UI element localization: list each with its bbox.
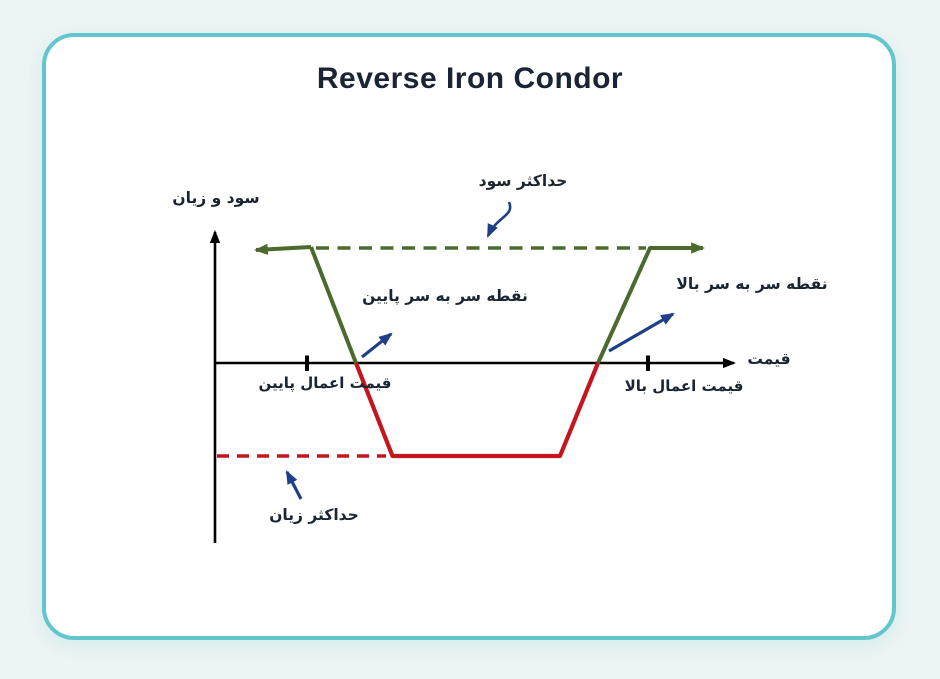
payoff-right-wing [596, 242, 706, 364]
page-title: Reverse Iron Condor [316, 62, 624, 95]
x-axis-label: قیمت [747, 350, 791, 368]
diagram-card [42, 33, 896, 640]
payoff-loss-trough [354, 362, 600, 459]
lower-breakeven-annotation-arrow [361, 332, 393, 359]
upper-breakeven-annotation-arrow [608, 312, 675, 353]
lower-breakeven-label: نقطه سر به سر پایین [362, 287, 528, 305]
max-loss-annotation-arrow [285, 470, 303, 500]
payoff-left-descent [309, 246, 358, 364]
y-axis-label: سود و زیان [172, 189, 260, 207]
max-profit-annotation-arrow [486, 201, 512, 238]
lower-strike-label: قیمت اعمال پایین [258, 374, 392, 392]
max-profit-label: حداکثر سود [478, 172, 568, 190]
upper-strike-label: قیمت اعمال بالا [624, 377, 744, 395]
upper-breakeven-label: نقطه سر به سر بالا [676, 275, 828, 293]
max-loss-label: حداکثر زیان [269, 506, 359, 524]
payoff-left-plateau [253, 243, 312, 255]
